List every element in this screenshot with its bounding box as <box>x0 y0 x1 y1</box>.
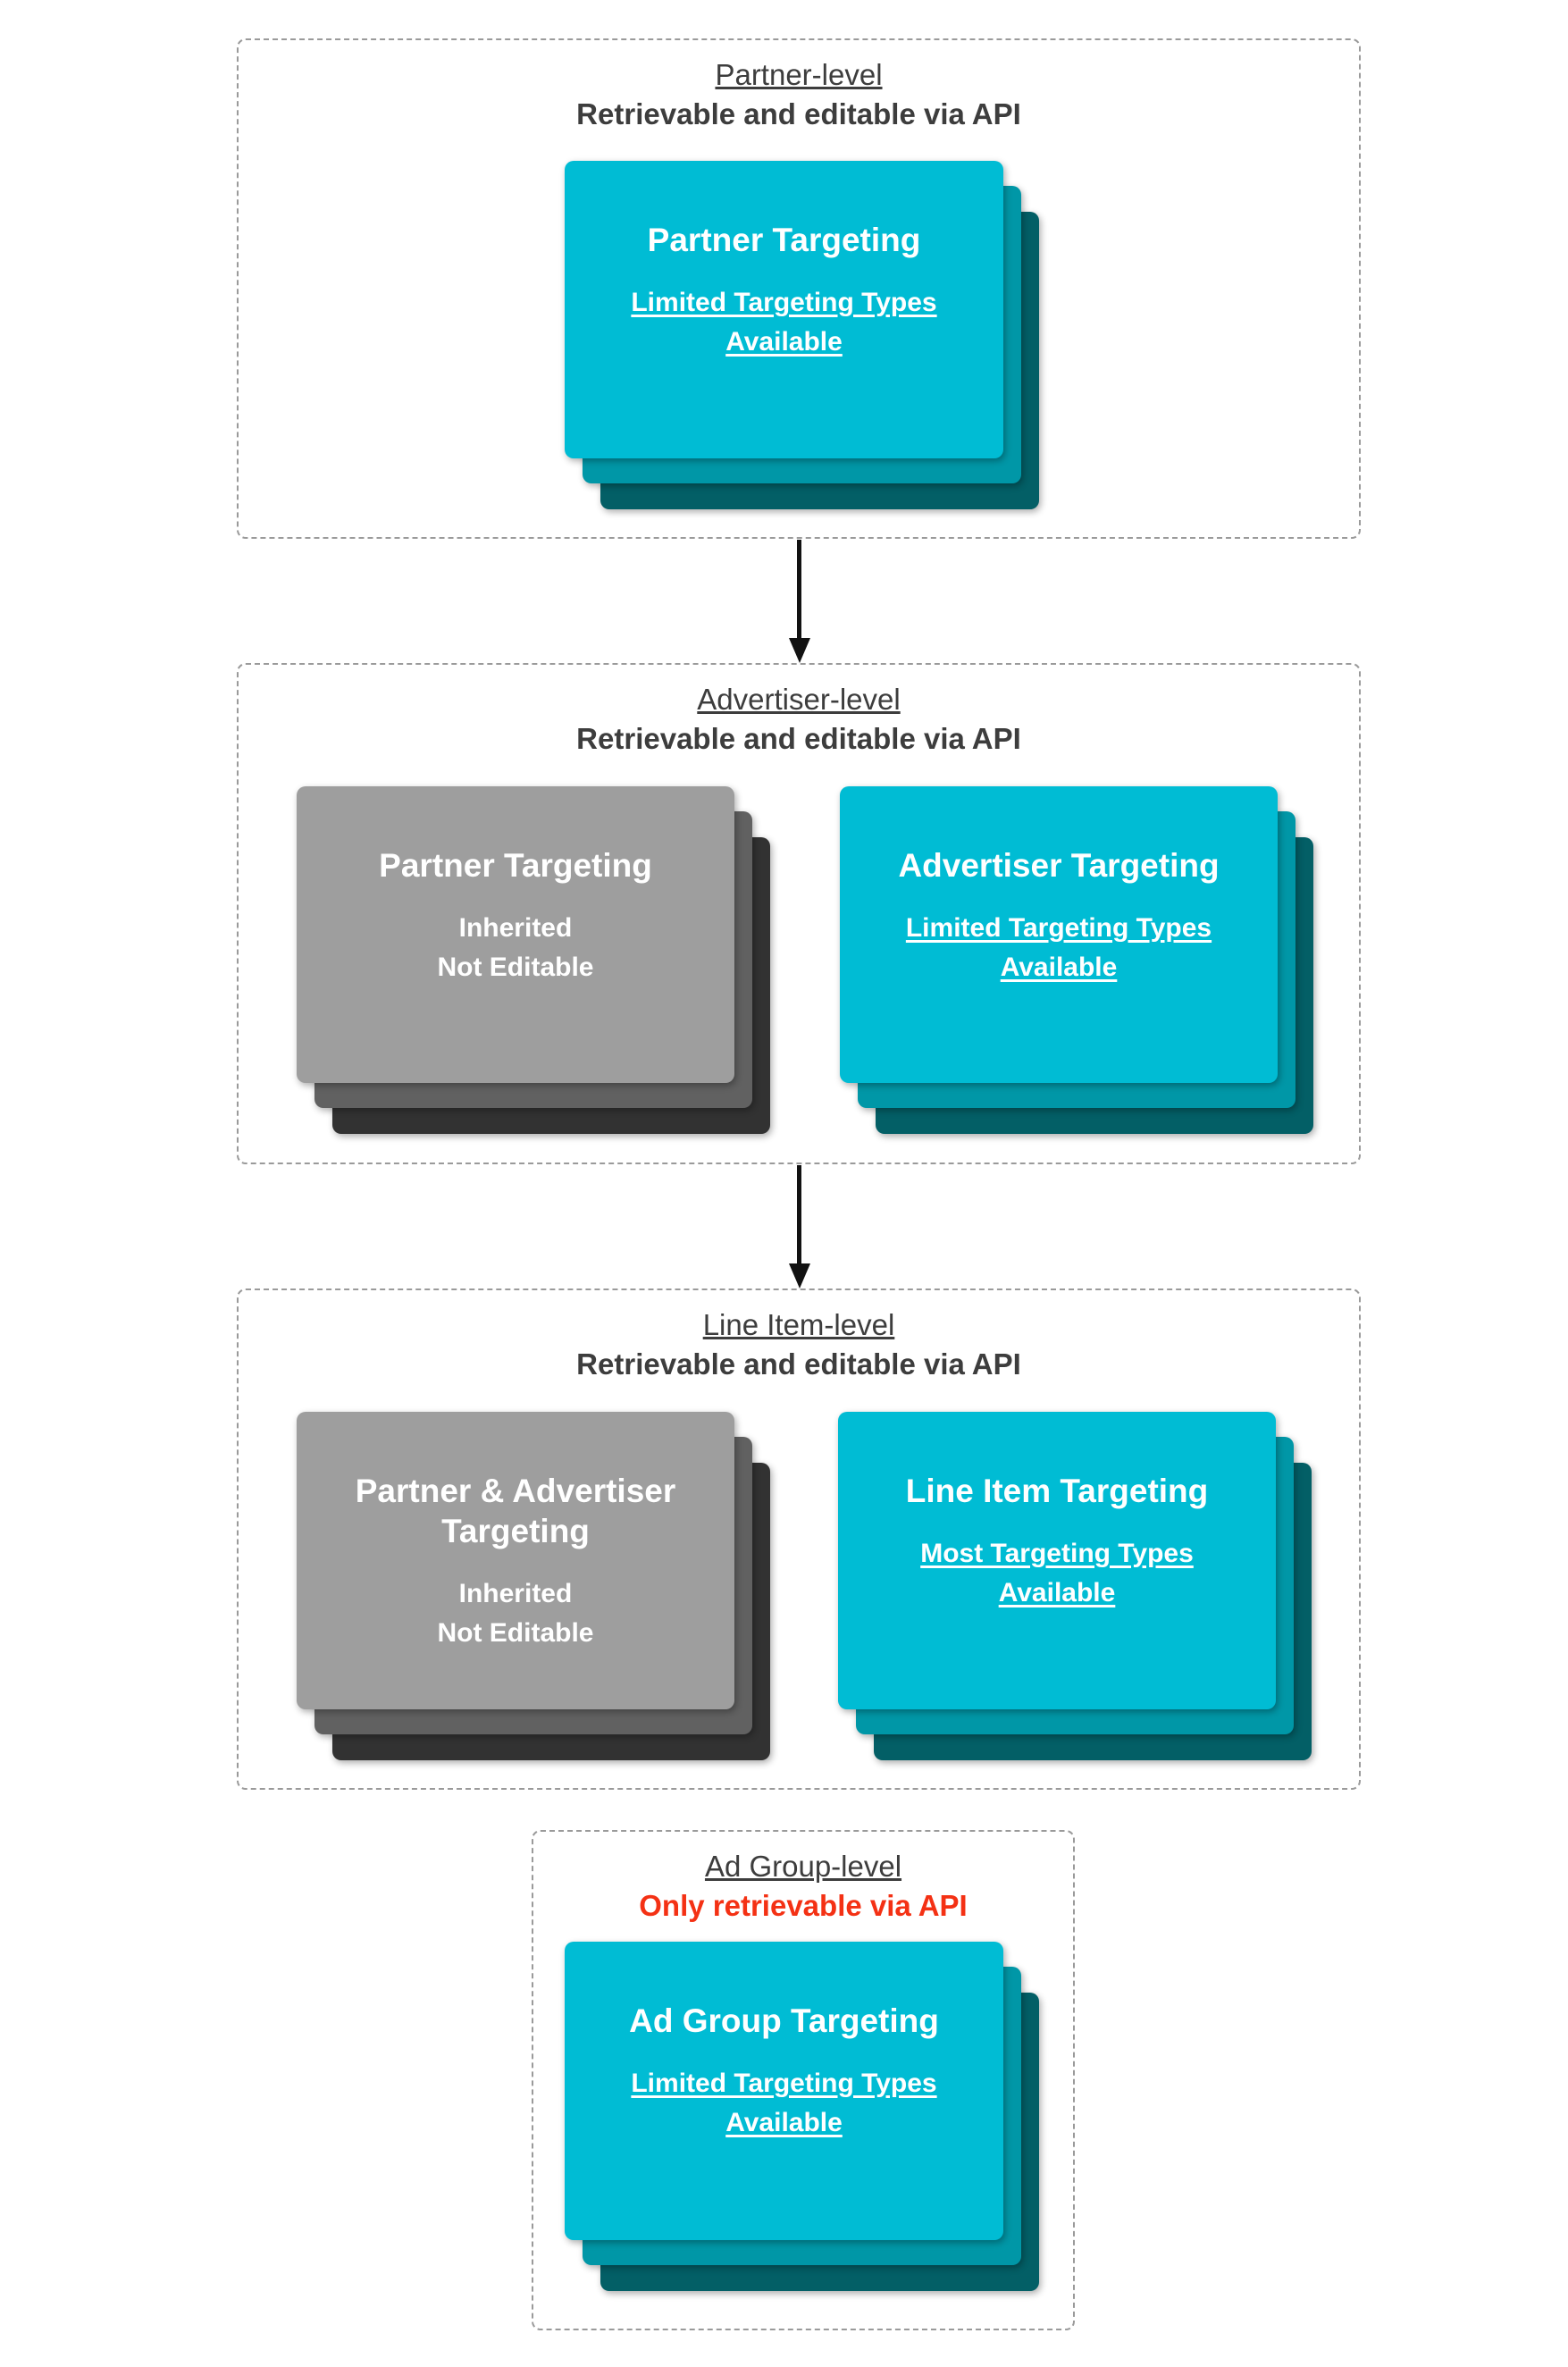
section-advertiser-header: Advertiser-level Retrievable and editabl… <box>239 681 1359 758</box>
card-body-line: Limited Targeting Types Available <box>631 2069 937 2137</box>
card-advertiser-targeting: Advertiser Targeting Limited Targeting T… <box>840 786 1313 1134</box>
card-front-layer: Advertiser Targeting Limited Targeting T… <box>840 786 1278 1083</box>
card-front-layer: Partner Targeting Inherited Not Editable <box>297 786 734 1083</box>
card-inherited-partner-advertiser-targeting: Partner & Advertiser Targeting Inherited… <box>297 1412 770 1760</box>
section-ad-group-subtitle: Only retrievable via API <box>639 1889 968 1923</box>
card-title: Line Item Targeting <box>905 1473 1209 1509</box>
section-line-item-subtitle: Retrievable and editable via API <box>576 1347 1021 1381</box>
card-title: Partner Targeting <box>647 222 921 258</box>
card-body: Limited Targeting Types Available <box>588 283 980 361</box>
card-body-line: Not Editable <box>437 952 594 982</box>
flow-arrow-1-head <box>789 638 810 663</box>
card-body-line: Not Editable <box>437 1617 594 1648</box>
section-ad-group-level: Ad Group-level Only retrievable via API <box>532 1830 1075 2330</box>
card-title: Partner Targeting <box>379 847 652 884</box>
card-body-line: Limited Targeting Types Available <box>631 288 937 357</box>
section-ad-group-header: Ad Group-level Only retrievable via API <box>533 1848 1073 1925</box>
card-front-layer: Line Item Targeting Most Targeting Types… <box>838 1412 1276 1709</box>
card-body: Limited Targeting Types Available <box>588 2064 980 2142</box>
section-line-item-level: Line Item-level Retrievable and editable… <box>237 1288 1361 1790</box>
card-body-line: Most Targeting Types Available <box>920 1539 1194 1607</box>
section-line-item-title: Line Item-level <box>702 1308 895 1341</box>
section-partner-header: Partner-level Retrievable and editable v… <box>239 56 1359 133</box>
card-body: Inherited Not Editable <box>437 1574 593 1652</box>
card-title: Advertiser Targeting <box>898 847 1220 884</box>
card-body-line: Inherited <box>458 1579 573 1609</box>
flow-arrow-1-line <box>797 540 801 640</box>
card-partner-targeting: Partner Targeting Limited Targeting Type… <box>565 161 1039 509</box>
section-partner-level: Partner-level Retrievable and editable v… <box>237 38 1361 539</box>
card-body-line: Inherited <box>458 913 573 944</box>
card-title: Ad Group Targeting <box>629 2002 939 2039</box>
card-body: Most Targeting Types Available <box>861 1534 1253 1612</box>
section-advertiser-title: Advertiser-level <box>697 683 901 716</box>
card-body: Inherited Not Editable <box>437 909 593 986</box>
flow-arrow-2-head <box>789 1263 810 1288</box>
card-body-line: Limited Targeting Types Available <box>905 913 1212 982</box>
card-body: Limited Targeting Types Available <box>863 909 1254 986</box>
section-partner-title: Partner-level <box>715 58 883 91</box>
section-line-item-header: Line Item-level Retrievable and editable… <box>239 1306 1359 1383</box>
section-partner-subtitle: Retrievable and editable via API <box>576 97 1021 131</box>
card-ad-group-targeting: Ad Group Targeting Limited Targeting Typ… <box>565 1942 1039 2291</box>
card-front-layer: Partner Targeting Limited Targeting Type… <box>565 161 1003 458</box>
section-ad-group-title: Ad Group-level <box>704 1850 902 1883</box>
card-front-layer: Partner & Advertiser Targeting Inherited… <box>297 1412 734 1709</box>
flow-arrow-2-line <box>797 1165 801 1265</box>
section-advertiser-level: Advertiser-level Retrievable and editabl… <box>237 663 1361 1164</box>
card-line-item-targeting: Line Item Targeting Most Targeting Types… <box>838 1412 1312 1760</box>
card-front-layer: Ad Group Targeting Limited Targeting Typ… <box>565 1942 1003 2240</box>
card-title: Partner & Advertiser Targeting <box>355 1473 676 1550</box>
section-advertiser-subtitle: Retrievable and editable via API <box>576 722 1021 756</box>
card-inherited-partner-targeting: Partner Targeting Inherited Not Editable <box>297 786 770 1134</box>
